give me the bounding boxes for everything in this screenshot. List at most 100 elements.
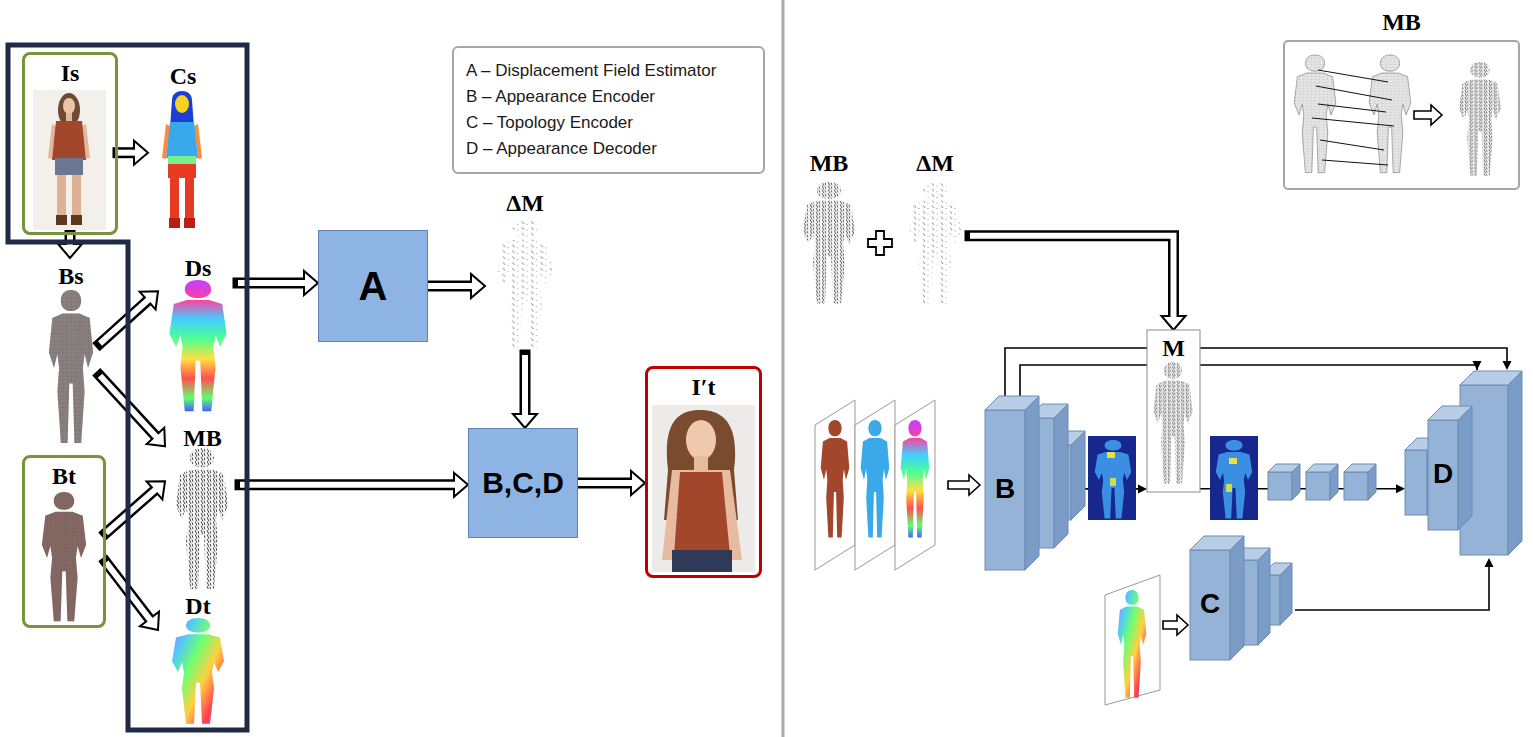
target-pose-input [1163, 615, 1188, 635]
node-label: MB [810, 149, 849, 177]
segmentation-map [170, 178, 179, 218]
arrow-head [1473, 361, 1482, 370]
key-box: A – Displacement Field EstimatorB – Appe… [452, 46, 765, 174]
block-arrow [513, 355, 537, 428]
feature-heatmap [1088, 436, 1136, 520]
module-box: B,C,D [468, 428, 578, 538]
node-label: A [359, 264, 388, 308]
block-arrow [58, 235, 82, 258]
encoder-blocks [985, 410, 1025, 570]
node-label: Is [61, 59, 80, 87]
block-arrow [240, 473, 468, 497]
segmentation-map [162, 91, 202, 228]
output-photo [662, 470, 742, 560]
segmentation-map [169, 218, 180, 228]
vector-field [498, 220, 553, 347]
dense-pose-map [169, 280, 226, 411]
module-box: A [318, 230, 428, 342]
body-mesh [49, 290, 93, 443]
inset-illustration [1312, 70, 1394, 165]
inset-illustration [1294, 55, 1501, 176]
inset-illustration [1294, 55, 1336, 173]
encoder-blocks [985, 396, 1085, 570]
arrow-outline [970, 236, 1174, 317]
bottleneck-blocks [1268, 472, 1292, 500]
inset-illustration [1294, 55, 1336, 173]
block-arrow [106, 481, 165, 533]
field-box: M [1147, 330, 1200, 492]
vector-field [803, 182, 855, 304]
connector-line [1295, 566, 1489, 610]
bottleneck-blocks [1268, 464, 1376, 500]
arrow-fill [970, 236, 1174, 319]
panel-separator [783, 0, 784, 737]
node-label: B,C,D [482, 466, 564, 500]
key-entry: C – Topology Encoder [466, 110, 633, 136]
inset-illustration [1459, 62, 1501, 176]
feature-heatmap [1088, 436, 1136, 520]
body-mesh [49, 290, 93, 443]
node-label: Bt [52, 462, 76, 490]
segmentation-map [168, 164, 196, 178]
arrow-fill [100, 299, 150, 344]
node-label: ΔM [506, 189, 544, 217]
map-panel: Ds [158, 250, 238, 415]
decoder-block: D [1405, 370, 1525, 558]
input-region-outline [8, 45, 247, 730]
block-arrow [106, 562, 159, 630]
source-photo [63, 98, 75, 114]
encoder-block: C [1190, 535, 1295, 665]
block-arrow [970, 236, 1186, 330]
source-photo [55, 158, 83, 175]
feature-heatmap [1095, 440, 1131, 518]
arrow-head [1396, 484, 1405, 493]
mesh-panel: Bt [22, 455, 106, 628]
plus-symbol [868, 231, 892, 255]
topology-blocks [1190, 536, 1292, 660]
topology-blocks [1280, 563, 1292, 625]
input-stack [901, 420, 930, 538]
node-label: MB [1382, 8, 1421, 36]
feature-heatmap [1226, 484, 1232, 492]
plus-symbol [868, 231, 892, 255]
skip-connection [1295, 558, 1494, 610]
segmentation-map [184, 218, 195, 228]
arrow-fill [428, 283, 474, 289]
inset-illustration [1369, 55, 1411, 173]
block-arrow [118, 141, 148, 165]
input-region-outline [8, 45, 247, 730]
body-mesh [42, 492, 86, 621]
block-arrow [578, 471, 645, 495]
source-photo [72, 175, 81, 217]
bottleneck-blocks [1306, 472, 1330, 500]
input-stack [815, 400, 980, 570]
connector-line [1005, 348, 1507, 396]
vector-field [803, 182, 855, 304]
block-arrow [238, 271, 318, 295]
output-photo [686, 420, 716, 460]
topology-blocks [1258, 548, 1270, 645]
dense-pose-map [169, 280, 226, 411]
source-photo [33, 90, 106, 230]
feature-heatmap [1229, 458, 1237, 464]
arrow-fill [106, 489, 157, 533]
segmentation-map [168, 156, 196, 164]
feature-heatmap [1107, 452, 1115, 458]
block-arrow [428, 274, 485, 298]
target-pose-input [1105, 575, 1188, 705]
field-panel: ΔM [485, 185, 565, 355]
dense-pose-map [172, 618, 224, 724]
feature-heatmap [1210, 436, 1258, 520]
source-photo [66, 113, 72, 121]
image-panel: Cs [148, 58, 218, 233]
bottleneck-blocks [1292, 464, 1300, 500]
image-panel: Is [22, 52, 118, 235]
node-label: Bs [58, 262, 83, 290]
output-photo [652, 405, 755, 572]
arrow-head [1485, 558, 1494, 567]
arrow-fill [240, 482, 457, 488]
bottleneck-blocks [1330, 464, 1338, 500]
block-arrow [100, 376, 165, 447]
key-entry: B – Appearance Encoder [466, 84, 655, 110]
